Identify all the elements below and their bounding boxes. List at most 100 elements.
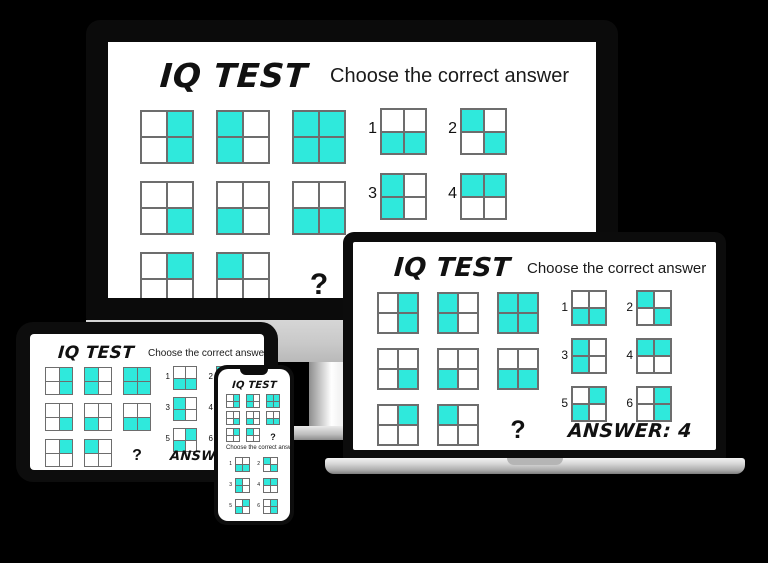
tile-cell (399, 370, 417, 388)
tile-cell (247, 412, 253, 418)
tile-cell (399, 314, 417, 332)
tile-cell (244, 209, 268, 233)
page-subtitle: Choose the correct answer (148, 348, 264, 359)
matrix-tile-m6 (292, 181, 346, 235)
option-number-2: 2 (257, 461, 260, 467)
page-title: IQ TEST (392, 253, 512, 283)
tile-cell (519, 314, 537, 332)
tile-cell (484, 132, 505, 153)
option-tile-3[interactable] (380, 173, 427, 220)
matrix-tile-m7 (226, 428, 240, 442)
matrix-tile-m6 (266, 411, 280, 425)
tile-cell (499, 370, 517, 388)
tile-cell (638, 309, 653, 324)
option-tile-6[interactable] (263, 499, 278, 514)
tile-cell (462, 175, 483, 196)
tile-cell (59, 453, 72, 466)
tile-cell (267, 412, 273, 418)
option-tile-3[interactable] (173, 397, 197, 421)
tile-cell (247, 435, 253, 441)
tile-cell (218, 254, 242, 278)
option-tile-5[interactable] (571, 386, 607, 422)
option-tile-1[interactable] (571, 290, 607, 326)
matrix-tile-m3 (292, 110, 346, 164)
option-number-2: 2 (626, 299, 633, 314)
matrix-tile-m5 (84, 403, 112, 431)
tile-cell (484, 110, 505, 131)
matrix-tile-m8 (437, 404, 479, 446)
page-subtitle: Choose the correct answer (330, 65, 570, 87)
tile-cell (243, 500, 249, 506)
matrix-tile-m3 (497, 292, 539, 334)
matrix-tile-m2 (246, 394, 260, 408)
tile-cell (218, 183, 242, 207)
option-number-4: 4 (257, 482, 260, 488)
tile-cell (459, 314, 477, 332)
option-tile-5[interactable] (173, 428, 197, 452)
tile-cell (655, 388, 670, 403)
tile-cell (638, 292, 653, 307)
matrix-tile-m8 (246, 428, 260, 442)
option-tile-1[interactable] (380, 108, 427, 155)
option-number-4: 4 (448, 185, 457, 203)
tile-cell (294, 183, 318, 207)
option-tile-4[interactable] (460, 173, 507, 220)
tile-cell (655, 357, 670, 372)
option-tile-5[interactable] (235, 499, 250, 514)
option-tile-4[interactable] (263, 478, 278, 493)
page-title: IQ TEST (158, 56, 310, 95)
option-number-5: 5 (561, 395, 568, 410)
tile-cell (174, 409, 185, 420)
tile-cell (519, 294, 537, 312)
tile-cell (85, 417, 98, 430)
option-tile-1[interactable] (173, 366, 197, 390)
tile-cell (638, 405, 653, 420)
tile-cell (98, 453, 111, 466)
tile-cell (59, 440, 72, 453)
tile-cell (185, 367, 196, 378)
tile-cell (271, 479, 277, 485)
tile-cell (247, 395, 253, 401)
option-tile-2[interactable] (636, 290, 672, 326)
tile-cell (244, 254, 268, 278)
tile-cell (264, 500, 270, 506)
tile-cell (185, 429, 196, 440)
tile-cell (271, 458, 277, 464)
tile-cell (174, 378, 185, 389)
matrix-tile-m2 (437, 292, 479, 334)
tile-cell (590, 405, 605, 420)
tile-cell (379, 294, 397, 312)
tile-cell (379, 370, 397, 388)
tile-cell (137, 404, 150, 417)
tile-cell (46, 368, 59, 381)
tile-cell (236, 479, 242, 485)
tile-cell (273, 412, 279, 418)
tile-cell (124, 381, 137, 394)
option-tile-1[interactable] (235, 457, 250, 472)
tile-cell (590, 292, 605, 307)
tile-cell (590, 357, 605, 372)
option-number-1: 1 (229, 461, 232, 467)
option-tile-3[interactable] (571, 338, 607, 374)
tile-cell (462, 197, 483, 218)
tile-cell (638, 388, 653, 403)
tile-cell (236, 465, 242, 471)
tile-cell (142, 183, 166, 207)
matrix-tile-m2 (84, 367, 112, 395)
option-tile-2[interactable] (263, 457, 278, 472)
tile-cell (484, 197, 505, 218)
option-tile-2[interactable] (460, 108, 507, 155)
tile-cell (244, 183, 268, 207)
tile-cell (137, 368, 150, 381)
option-number-4: 4 (208, 403, 213, 413)
tile-cell (244, 280, 268, 298)
tile-cell (236, 507, 242, 513)
tile-cell (439, 350, 457, 368)
option-tile-4[interactable] (636, 338, 672, 374)
option-number-3: 3 (561, 347, 568, 362)
option-tile-6[interactable] (636, 386, 672, 422)
tile-cell (236, 458, 242, 464)
option-tile-3[interactable] (235, 478, 250, 493)
page-title: IQ TEST (57, 343, 135, 363)
